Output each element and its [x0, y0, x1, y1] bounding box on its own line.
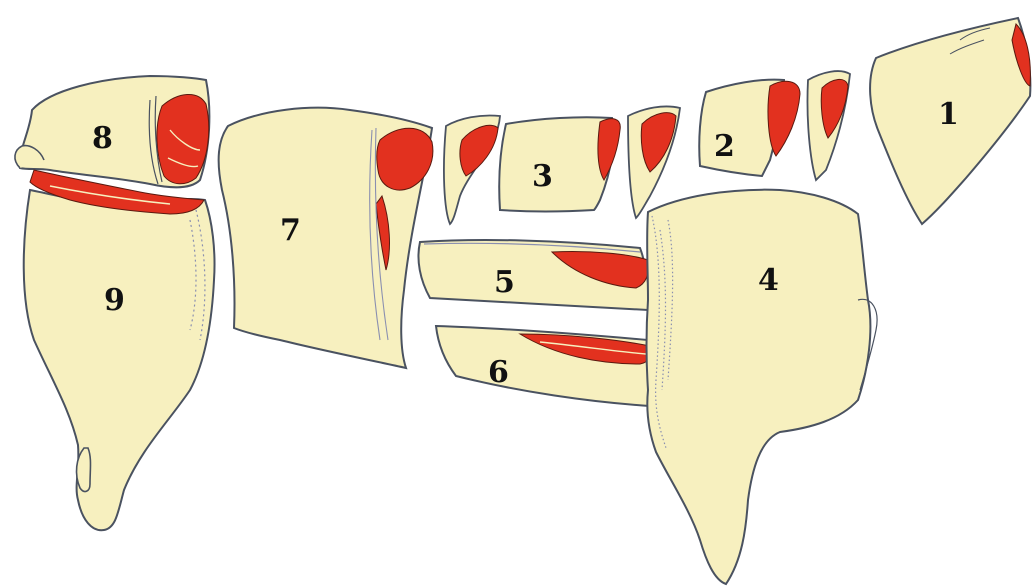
cut-5 [418, 240, 648, 310]
cut-8-label: 8 [92, 121, 113, 156]
cut-4-label: 4 [758, 263, 779, 298]
cut-2-1-strip [807, 71, 850, 180]
cut-9-fat [24, 190, 215, 530]
cut-2-label: 2 [714, 129, 735, 164]
cut-3-2-strip [628, 106, 680, 218]
cut-1-label: 1 [938, 97, 959, 132]
cut-2-meat [768, 81, 800, 156]
cut-3-label: 3 [532, 159, 553, 194]
cut-6 [436, 326, 651, 406]
cut-3-meat [598, 119, 620, 180]
cut-5-label: 5 [494, 265, 515, 300]
strip-c-meat [821, 79, 848, 138]
cut-7-3-strip [444, 115, 500, 224]
cut-7-label: 7 [280, 213, 301, 248]
cut-6-label: 6 [488, 355, 509, 390]
cut-4-fat [647, 190, 871, 584]
cut-3-fat [499, 117, 613, 211]
cut-4 [647, 190, 878, 584]
cut-7 [219, 108, 433, 368]
cut-3 [499, 117, 620, 211]
cut-7-meat [377, 128, 433, 190]
cut-9 [24, 190, 215, 530]
cut-9-label: 9 [104, 283, 125, 318]
